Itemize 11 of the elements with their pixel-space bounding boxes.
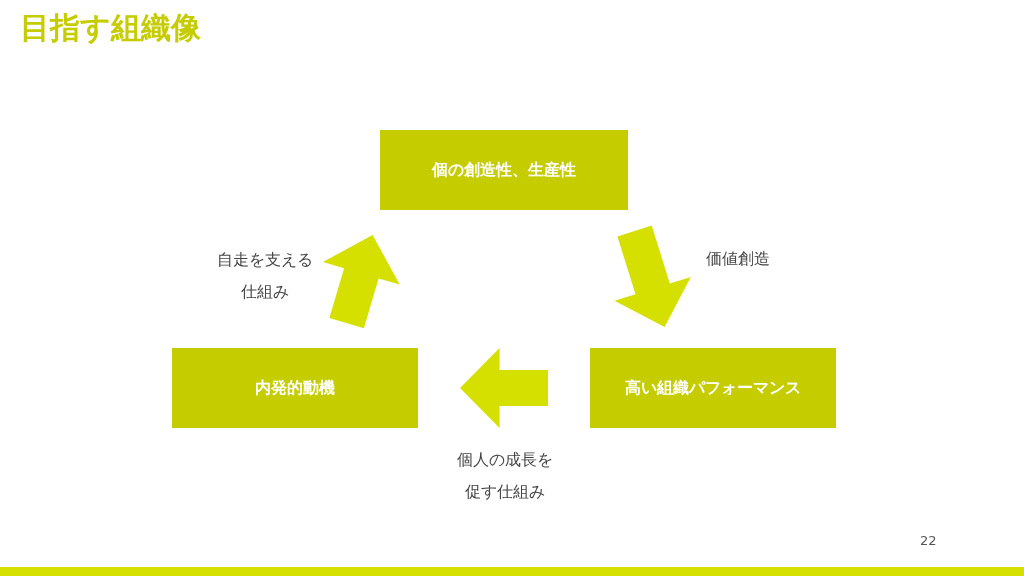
process-box: 内発的動機 <box>172 348 418 428</box>
edge-label: 価値創造 <box>704 248 771 270</box>
block-arrow <box>460 348 548 428</box>
process-box: 高い組織パフォーマンス <box>590 348 836 428</box>
process-box: 個の創造性、生産性 <box>380 130 628 210</box>
edge-label: 自走を支える仕組み <box>215 249 314 303</box>
slide-title: 目指す組織像 <box>20 9 201 47</box>
block-arrow <box>323 234 400 329</box>
block-arrow <box>614 225 691 327</box>
edge-label: 個人の成長を促す仕組み <box>455 449 554 503</box>
page-number: 22 <box>920 533 937 548</box>
